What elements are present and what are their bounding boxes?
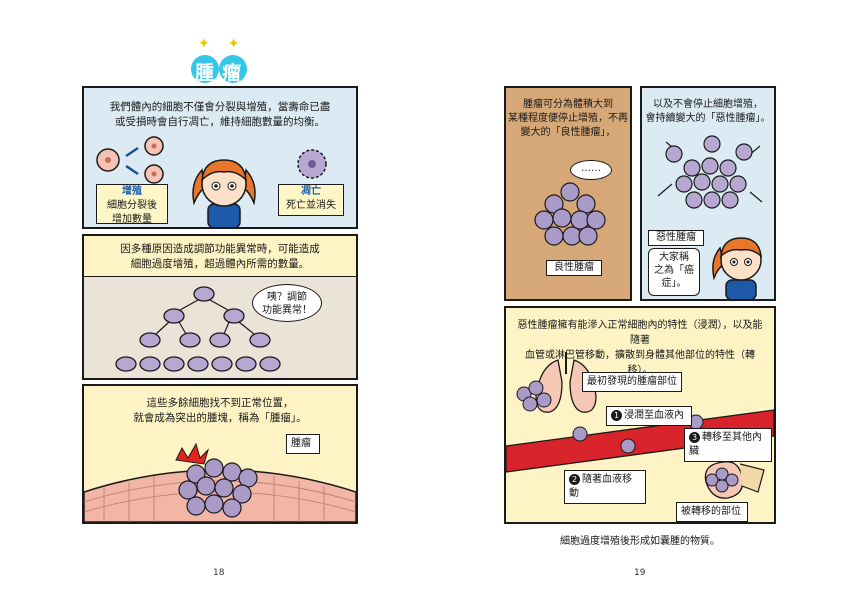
speech-bubble: …… bbox=[570, 160, 612, 180]
panel-caption: 這些多餘細胞找不到正常位置， 就會成為突出的腫塊，稱為「腫瘤」。 bbox=[133, 397, 307, 424]
tumor-label: 腫瘤 bbox=[286, 434, 320, 454]
panel-caption: 腫瘤可分為體積大到 某種程度便停止增殖，不再 變大的「良性腫瘤」， bbox=[508, 99, 628, 138]
panel-caption: 因多種原因造成調節功能異常時，可能造成 細胞過度增殖，超過體內所需的數量。 bbox=[120, 243, 320, 270]
tumor-tissue-illustration bbox=[84, 442, 356, 522]
speech-bubble: 咦？調節 功能異常！ bbox=[252, 284, 322, 322]
cell-tree-illustration bbox=[115, 286, 281, 372]
panel-metastasis: 惡性腫瘤擁有能滲入正常細胞內的特性（浸潤），以及能隨著 血管或淋巴管移動，擴散到… bbox=[504, 306, 776, 524]
girl-character bbox=[712, 237, 762, 299]
destination-site-label: 被轉移的部位 bbox=[676, 502, 748, 522]
page-number-right: 19 bbox=[634, 568, 646, 578]
page-number-left: 18 bbox=[213, 568, 225, 578]
apoptosis-box: 凋亡 死亡並消失 bbox=[278, 184, 344, 216]
metastasis-illustration bbox=[506, 352, 774, 499]
panel-cell-balance: 我們體內的細胞不僅會分裂與增殖，當壽命已盡 或受損時會自行凋亡，維持細胞數量的均… bbox=[82, 86, 358, 229]
page-footer-caption: 細胞過度增殖後形成如囊腫的物質。 bbox=[560, 536, 720, 547]
malignant-tumor-label: 惡性腫瘤 bbox=[648, 230, 704, 246]
girl-character bbox=[192, 159, 256, 227]
benign-tumor-label: 良性腫瘤 bbox=[546, 260, 602, 276]
title-stars: ✦✦ bbox=[198, 36, 258, 52]
page-title: 腫瘤 bbox=[190, 54, 250, 84]
caption-band bbox=[84, 236, 356, 277]
panel-caption: 惡性腫瘤擁有能滲入正常細胞內的特性（浸潤），以及能隨著 血管或淋巴管移動，擴散到… bbox=[517, 320, 763, 376]
proliferation-box: 增殖 細胞分裂後 增加數量 bbox=[96, 184, 168, 225]
malignant-cell-cluster bbox=[657, 135, 763, 209]
benign-cell-cluster bbox=[534, 182, 606, 246]
cell-division-illustration bbox=[96, 136, 164, 184]
panel-caption: 我們體內的細胞不僅會分裂與增殖，當壽命已盡 或受損時會自行凋亡，維持細胞數量的均… bbox=[109, 101, 331, 128]
panel-tumor: 這些多餘細胞找不到正常位置， 就會成為突出的腫塊，稱為「腫瘤」。 腫瘤 bbox=[82, 384, 358, 524]
apoptosis-cell-illustration bbox=[297, 149, 327, 179]
speech-bubble: 大家稱 之為「癌 症」。 bbox=[648, 248, 700, 296]
panel-benign-tumor: 腫瘤可分為體積大到 某種程度便停止增殖，不再 變大的「良性腫瘤」， …… 良性腫… bbox=[504, 86, 632, 301]
panel-malignant-tumor: 以及不會停止細胞增殖， 會持續變大的「惡性腫瘤」。 惡性腫瘤 大家稱 之為「癌 … bbox=[640, 86, 776, 301]
panel-caption: 以及不會停止細胞增殖， 會持續變大的「惡性腫瘤」。 bbox=[645, 99, 771, 124]
origin-site-label: 最初發現的腫瘤部位 bbox=[582, 372, 682, 392]
panel-abnormal-proliferation: 因多種原因造成調節功能異常時，可能造成 細胞過度增殖，超過體內所需的數量。 咦？… bbox=[82, 234, 358, 380]
